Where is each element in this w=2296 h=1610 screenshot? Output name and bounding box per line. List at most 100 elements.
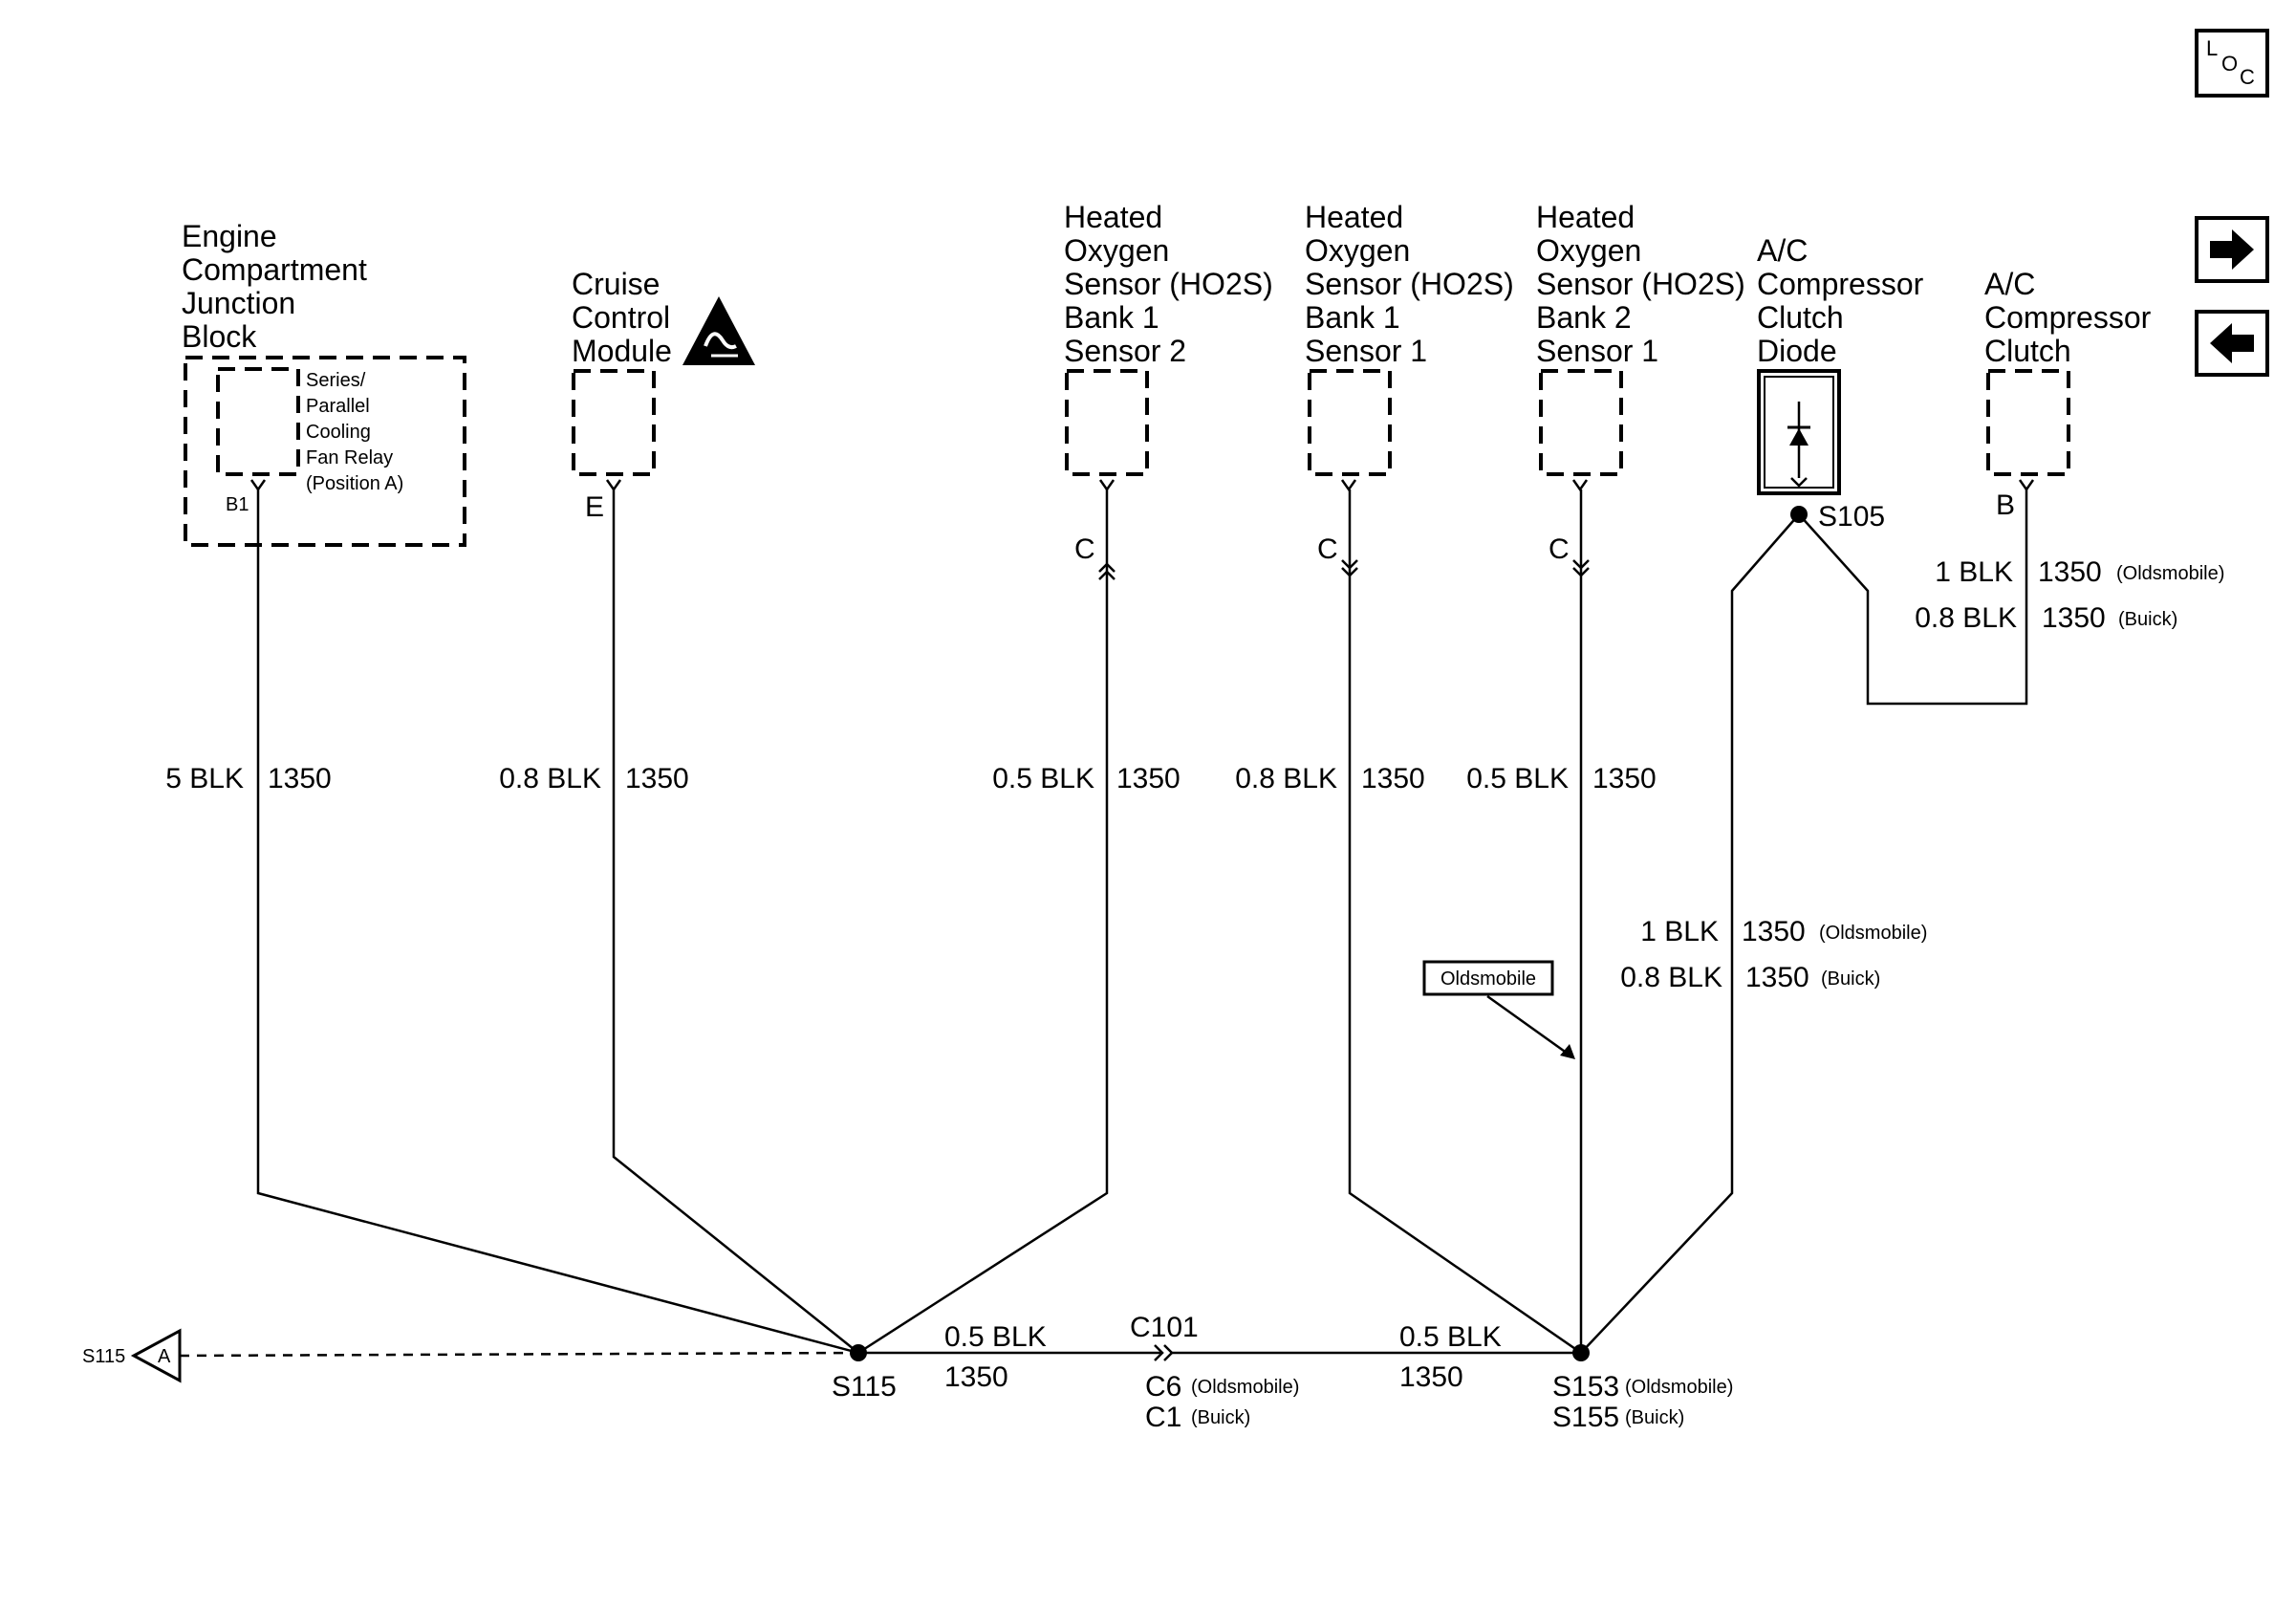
connector-c1-note: (Buick) (1191, 1407, 1250, 1428)
w7-gauge-buick: 0.8 BLK (1915, 602, 2017, 634)
wire-e-to-s115 (612, 490, 859, 1354)
w4-gauge: 0.8 BLK (1235, 763, 1337, 794)
splice-s155-label: S155 (1552, 1402, 1619, 1433)
w5-gauge: 0.5 BLK (1466, 763, 1569, 794)
ho2s-b1s2-title: Heated Oxygen Sensor (HO2S) Bank 1 Senso… (1064, 200, 1282, 368)
ho2s-b2s1-terminal (1571, 479, 1589, 492)
wire-labels: 5 BLK 1350 0.8 BLK 1350 0.5 BLK 1350 0.8… (165, 556, 2224, 1393)
splice-s115-label: S115 (832, 1371, 897, 1403)
ho2s-bank1-sensor1: Heated Oxygen Sensor (HO2S) Bank 1 Senso… (1305, 200, 1523, 577)
pin-b-label: B (1996, 490, 2015, 521)
next-page-button[interactable] (2195, 216, 2269, 283)
diode-icon (1787, 402, 1810, 488)
loc-letter-l: L (2206, 36, 2218, 60)
cruise-module-title: Cruise Control Module (572, 267, 679, 368)
bottom-right-gauge: 0.5 BLK (1399, 1321, 1502, 1353)
loc-letter-o: O (2221, 52, 2238, 76)
ho2s-b2s1-outline (1539, 369, 1623, 476)
ho2s-b1s2-pin-label: C (1074, 533, 1095, 565)
oldsmobile-callout-label: Oldsmobile (1440, 968, 1536, 990)
w2-gauge: 0.8 BLK (499, 763, 601, 794)
connector-c6-note: (Oldsmobile) (1191, 1377, 1299, 1398)
w4-circuit: 1350 (1361, 763, 1425, 794)
splice-s155-note: (Buick) (1625, 1407, 1684, 1428)
ho2s-b2s1-pin-label: C (1549, 533, 1570, 565)
offpage-ref-label: S115 (82, 1346, 125, 1367)
oldsmobile-callout: Oldsmobile (1422, 960, 1575, 1059)
w6-note-buick: (Buick) (1821, 968, 1880, 990)
loc-button[interactable]: L O C (2195, 29, 2269, 98)
ho2s-b1s1-terminal (1340, 479, 1357, 492)
wire-b1-to-s115 (256, 490, 859, 1355)
ho2s-b2s1-title: Heated Oxygen Sensor (HO2S) Bank 2 Senso… (1536, 200, 1754, 368)
wire-s105-to-s153 (1580, 513, 1800, 1354)
bottom-right-circuit: 1350 (1399, 1361, 1463, 1393)
w6-note-oldsmobile: (Oldsmobile) (1819, 923, 1927, 944)
loc-letter-c: C (2240, 65, 2255, 89)
offpage-triangle-icon (130, 1328, 182, 1383)
ac-compressor-clutch: A/C Compressor Clutch B (1984, 267, 2159, 521)
w6-circuit-oldsmobile: 1350 (1742, 916, 1806, 947)
offpage-reference-s115[interactable]: S115 A (82, 1328, 182, 1383)
previous-page-button[interactable] (2195, 310, 2269, 377)
ac-diode-outline (1757, 369, 1841, 495)
left-arrow-icon (2210, 323, 2254, 363)
splice-s153-note: (Oldsmobile) (1625, 1377, 1733, 1398)
splice-s153-label: S153 (1552, 1371, 1619, 1403)
oldsmobile-callout-box (1422, 960, 1554, 996)
ac-clutch-outline (1986, 369, 2070, 476)
w6-circuit-buick: 1350 (1745, 962, 1809, 993)
ho2s-b1s1-pin-label: C (1317, 533, 1338, 565)
w3-gauge: 0.5 BLK (992, 763, 1094, 794)
cruise-control-module: Cruise Control Module E (572, 267, 755, 523)
oldsmobile-callout-leader (1486, 994, 1569, 1055)
w7-circuit-buick: 1350 (2042, 602, 2106, 634)
w2-circuit: 1350 (625, 763, 689, 794)
w1-gauge: 5 BLK (165, 763, 244, 794)
wire-b1s1-to-s153 (1348, 490, 1582, 1355)
w5-circuit: 1350 (1592, 763, 1657, 794)
ho2s-bank2-sensor1: Heated Oxygen Sensor (HO2S) Bank 2 Senso… (1536, 200, 1754, 577)
pin-b1-terminal (249, 479, 267, 492)
w7-note-oldsmobile: (Oldsmobile) (2116, 563, 2224, 584)
w6-gauge-buick: 0.8 BLK (1620, 962, 1722, 993)
pin-e-terminal (605, 479, 622, 492)
esd-sensitive-icon (682, 296, 755, 365)
wire-b1s2-to-s115 (857, 490, 1109, 1355)
ac-compressor-clutch-diode: A/C Compressor Clutch Diode S105 (1757, 233, 1932, 533)
relay-outline (216, 367, 300, 476)
splice-s105-label: S105 (1818, 501, 1885, 533)
w7-note-buick: (Buick) (2118, 609, 2177, 630)
ac-diode-title: A/C Compressor Clutch Diode (1757, 233, 1932, 368)
splice-s115-dot (850, 1344, 867, 1361)
offpage-letter: A (158, 1346, 171, 1367)
ho2s-b1s2-outline (1065, 369, 1149, 476)
connector-c101-label: C101 (1130, 1312, 1199, 1343)
w7-gauge-oldsmobile: 1 BLK (1935, 556, 2013, 588)
ho2s-b1s2-terminal (1098, 479, 1116, 492)
wire-s105-to-ac-clutch (1798, 490, 2028, 706)
pin-b1-label: B1 (226, 494, 249, 515)
ac-diode-inner-outline (1764, 376, 1834, 489)
splice-s153-dot (1572, 1344, 1590, 1361)
bottom-left-circuit: 1350 (944, 1361, 1008, 1393)
ho2s-bank1-sensor2: Heated Oxygen Sensor (HO2S) Bank 1 Senso… (1064, 200, 1282, 580)
w1-circuit: 1350 (268, 763, 332, 794)
connector-c6-label: C6 (1145, 1371, 1181, 1403)
w3-circuit: 1350 (1116, 763, 1180, 794)
w6-gauge-oldsmobile: 1 BLK (1640, 916, 1719, 947)
pin-b-terminal (2018, 479, 2035, 492)
bottom-left-gauge: 0.5 BLK (944, 1321, 1047, 1353)
connector-c1-label: C1 (1145, 1402, 1181, 1433)
relay-label: Series/ Parallel Cooling Fan Relay (Posi… (306, 370, 403, 494)
ac-clutch-title: A/C Compressor Clutch (1984, 267, 2159, 368)
callout-arrow-icon (1560, 1044, 1575, 1059)
w7-circuit-oldsmobile: 1350 (2038, 556, 2102, 588)
cruise-module-outline (572, 369, 656, 476)
pin-e-label: E (585, 491, 604, 523)
ho2s-b1s1-title: Heated Oxygen Sensor (HO2S) Bank 1 Senso… (1305, 200, 1523, 368)
junction-block: Engine Compartment Junction Block Series… (182, 219, 466, 547)
junction-block-title: Engine Compartment Junction Block (182, 219, 376, 354)
junction-block-outline (184, 356, 466, 547)
